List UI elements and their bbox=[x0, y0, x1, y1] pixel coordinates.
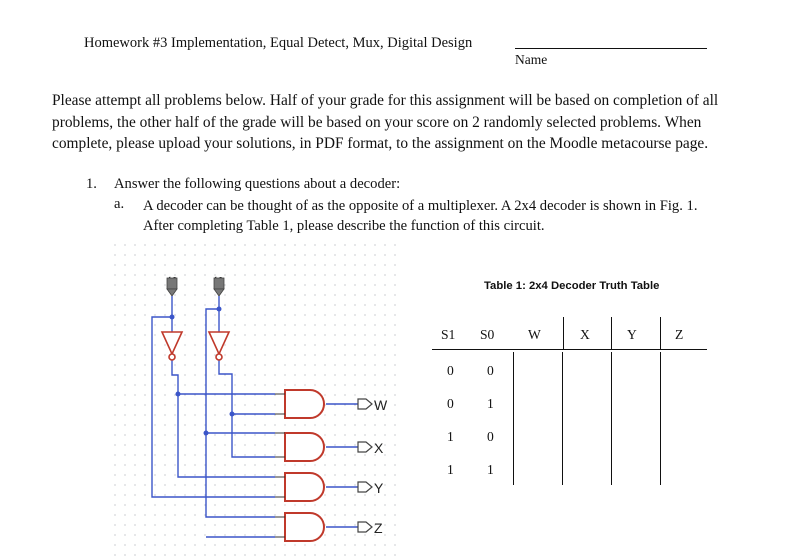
table-cell-s0: 1 bbox=[487, 462, 494, 477]
and-gate-z bbox=[284, 512, 325, 542]
question-number: 1. bbox=[86, 176, 97, 192]
and-gate-y bbox=[284, 472, 325, 502]
table-cell-s1: 0 bbox=[447, 363, 454, 378]
grid-background bbox=[110, 240, 400, 560]
table-header-w: W bbox=[528, 327, 541, 342]
table-cell-s1: 0 bbox=[447, 396, 454, 411]
table-cell-s1: 1 bbox=[447, 462, 454, 477]
wire-junctions bbox=[169, 306, 235, 436]
output-pin-w bbox=[357, 398, 373, 410]
question-text: Answer the following questions about a d… bbox=[114, 176, 401, 192]
not-gate-s1 bbox=[160, 331, 184, 361]
part-a-letter: a. bbox=[114, 196, 125, 212]
table-header-x: X bbox=[580, 327, 590, 342]
table-column-divider bbox=[611, 352, 612, 485]
table-header-s0: S0 bbox=[480, 327, 495, 342]
table-header-s1: S1 bbox=[441, 327, 456, 342]
output-label-y: Y bbox=[374, 480, 384, 496]
output-label-w: W bbox=[374, 397, 388, 413]
and-gate-x bbox=[284, 432, 325, 462]
and-gate-w bbox=[284, 389, 325, 419]
table-column-divider bbox=[660, 352, 661, 485]
output-label-x: X bbox=[374, 440, 384, 456]
table-column-divider bbox=[563, 317, 564, 349]
table-cell-s0: 0 bbox=[487, 429, 494, 444]
not-gate-s0 bbox=[207, 331, 231, 361]
wires bbox=[151, 296, 358, 528]
input-pin-s0 bbox=[213, 277, 225, 297]
name-line bbox=[515, 48, 707, 49]
table-cell-s0: 0 bbox=[487, 363, 494, 378]
table-cell-s0: 1 bbox=[487, 396, 494, 411]
part-a-text: A decoder can be thought of as the oppos… bbox=[143, 198, 698, 234]
table-header-z: Z bbox=[675, 327, 684, 342]
decoder-circuit-diagram: S1 S0 bbox=[110, 240, 400, 560]
input-pin-s1 bbox=[166, 277, 178, 297]
name-label: Name bbox=[515, 52, 548, 67]
intro-paragraph: Please attempt all problems below. Half … bbox=[52, 92, 719, 152]
table-header-rule bbox=[432, 349, 707, 350]
table-column-divider bbox=[513, 352, 514, 485]
table-column-divider bbox=[611, 317, 612, 349]
output-pin-y bbox=[357, 481, 373, 493]
output-pin-z bbox=[357, 521, 373, 533]
table-column-divider bbox=[562, 352, 563, 485]
output-pin-x bbox=[357, 441, 373, 453]
table-column-divider bbox=[660, 317, 661, 349]
gate-input-stubs bbox=[275, 393, 285, 538]
header-title: Homework #3 Implementation, Equal Detect… bbox=[84, 35, 473, 51]
output-label-z: Z bbox=[374, 520, 383, 536]
table-caption: Table 1: 2x4 Decoder Truth Table bbox=[484, 280, 660, 292]
table-cell-s1: 1 bbox=[447, 429, 454, 444]
table-header-y: Y bbox=[627, 327, 637, 342]
